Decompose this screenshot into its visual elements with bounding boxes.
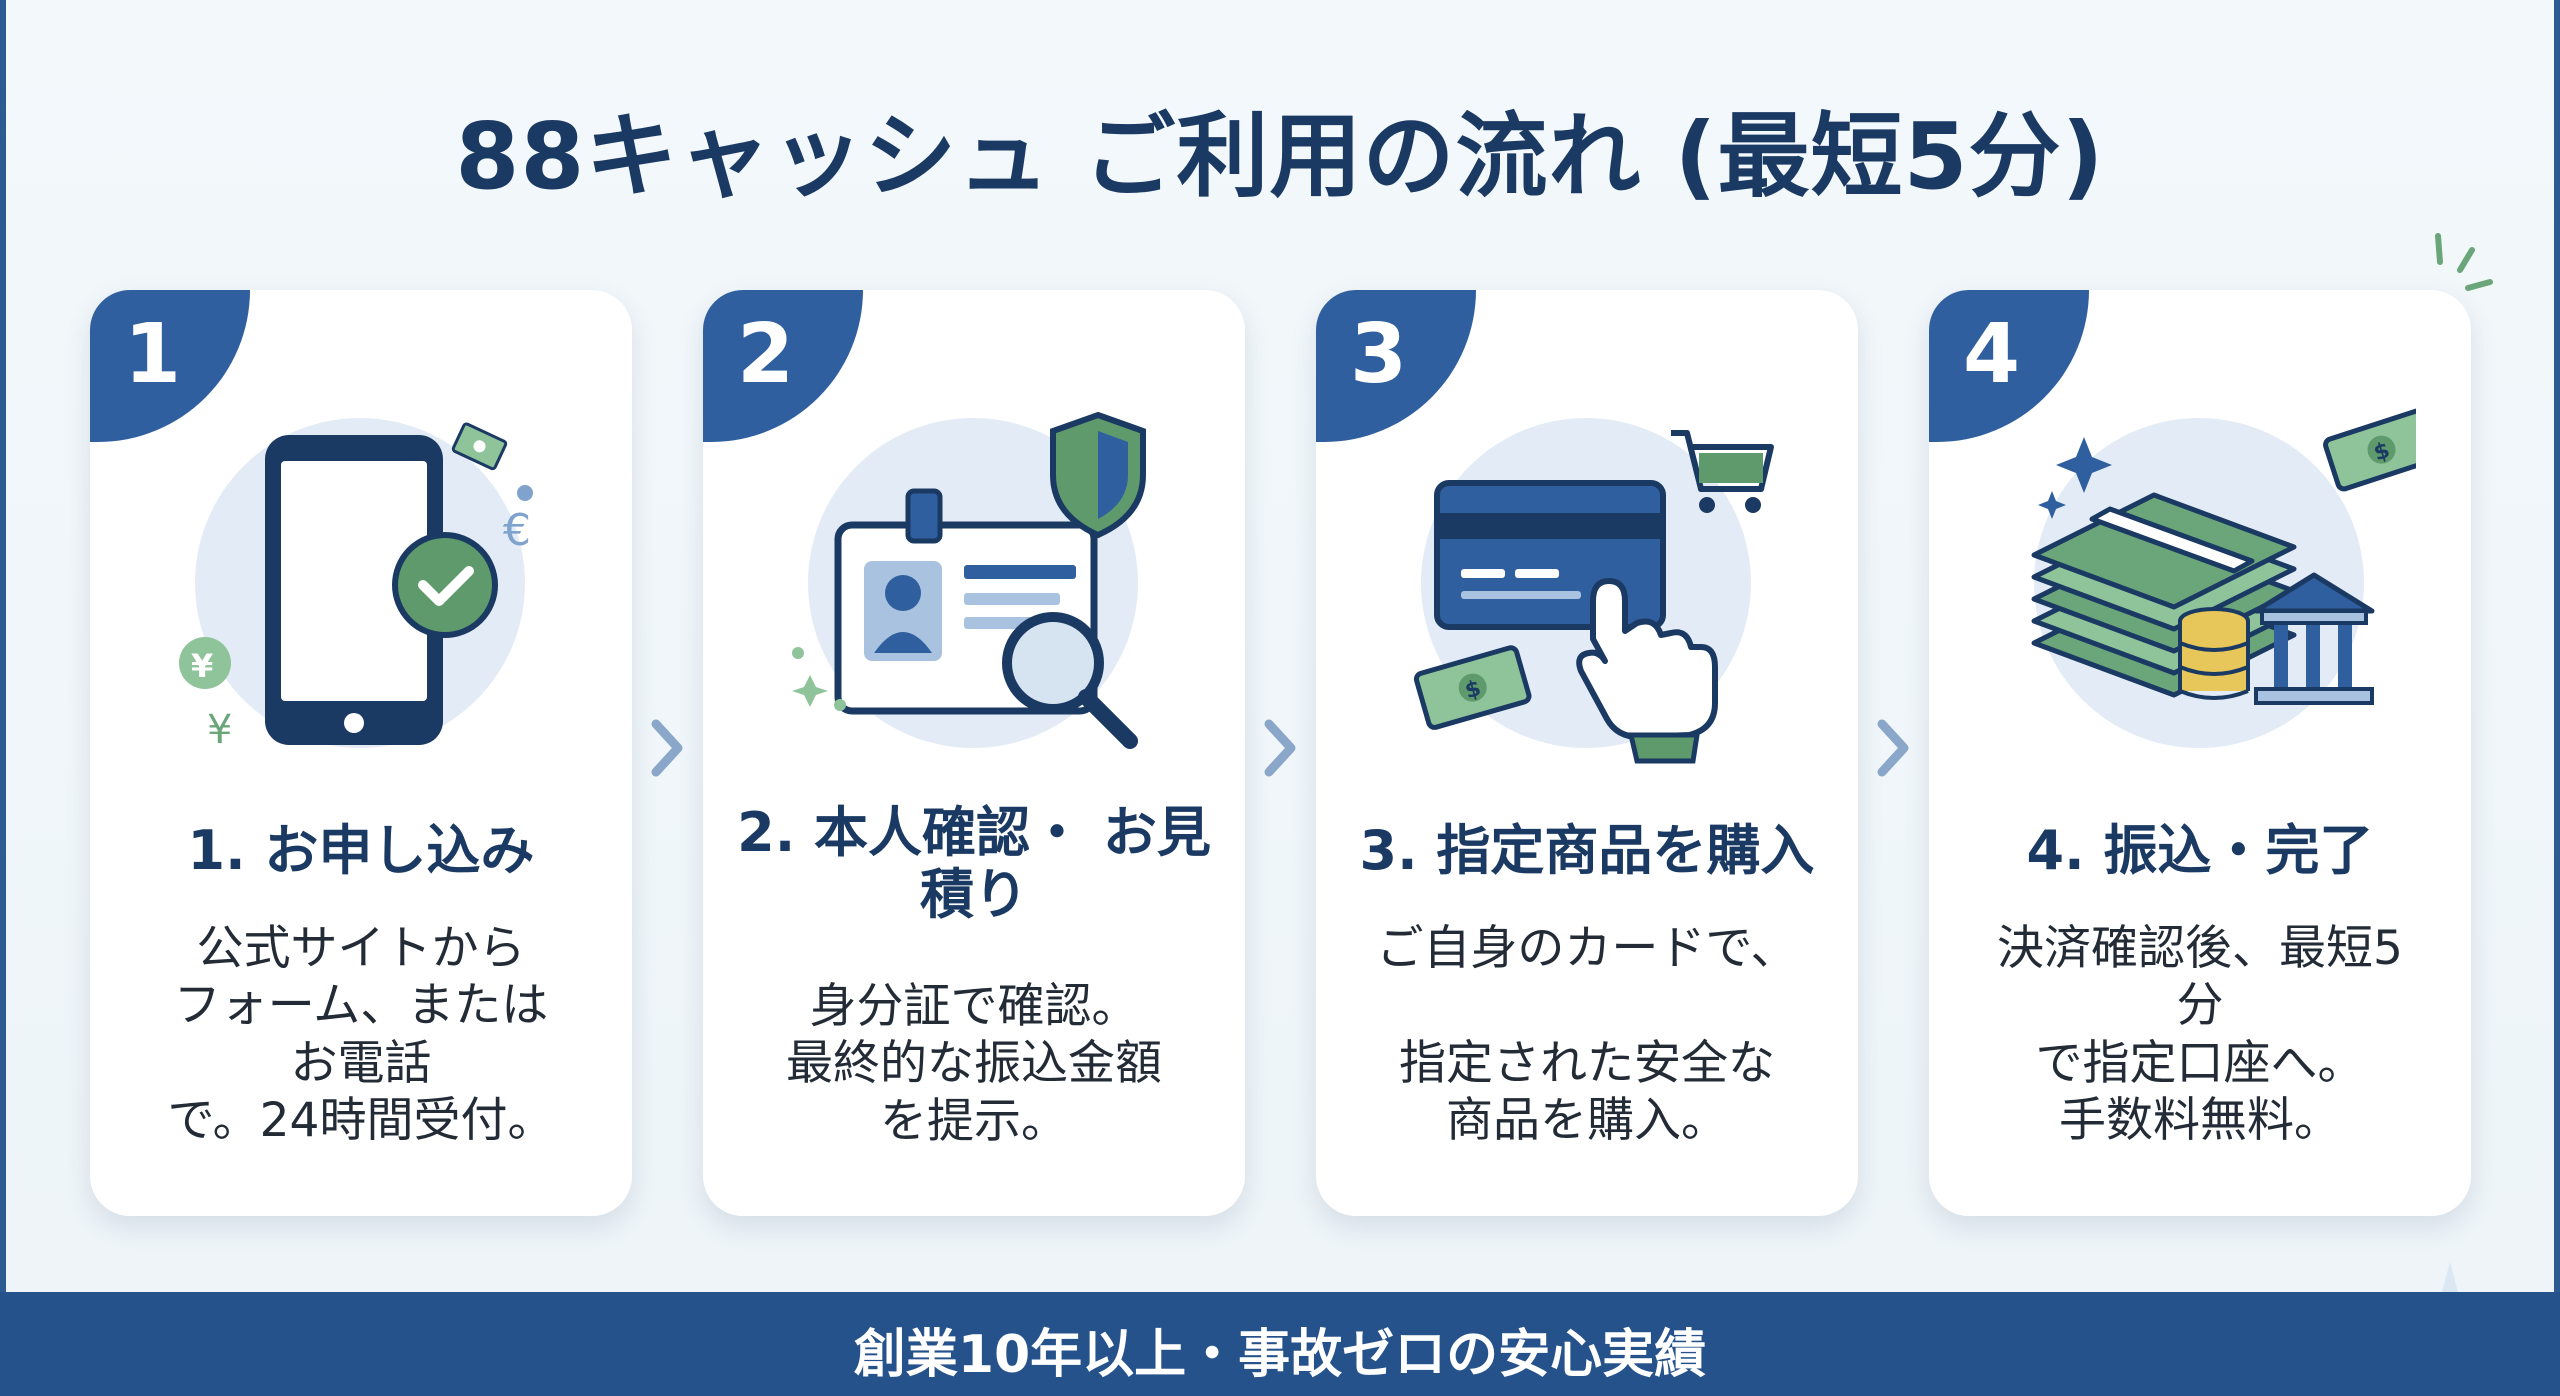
svg-text:$: $ (2371, 438, 2393, 467)
step-card-4: 4 $ 4. 振込 (1929, 290, 2471, 1216)
step-title: 3. 指定商品を購入 (1359, 819, 1815, 882)
smartphone-check-icon: € ¥ ¥ (179, 422, 533, 753)
right-frame-edge (2554, 0, 2560, 1396)
svg-text:€: € (503, 505, 531, 556)
footer-banner: 創業10年以上・事故ゼロの安心実績 (0, 1292, 2560, 1396)
step-description: 決済確認後、最短5 分 で指定口座へ。 手数料無料。 (1997, 921, 2403, 1148)
step-description: ご自身のカードで、 指定された安全な 商品を購入。 (1376, 921, 1798, 1148)
money-bank-icon: $ (2031, 407, 2416, 705)
svg-text:¥: ¥ (191, 647, 213, 685)
step-number: 4 (1963, 307, 2021, 402)
step-number: 3 (1350, 307, 1408, 402)
chevron-right-icon (1264, 719, 1296, 777)
svg-text:¥: ¥ (207, 707, 232, 753)
step-description: 公式サイトから フォーム、または お電話 で。24時間受付。 (167, 921, 555, 1148)
svg-text:$: $ (1462, 676, 1484, 704)
step-description: 身分証で確認。 最終的な振込金額 を提示。 (786, 979, 1162, 1149)
credit-card-cart-icon: $ (1413, 430, 1774, 764)
chevron-right-icon (651, 719, 683, 777)
step-card-1: 1 € ¥ ¥ 1. お申し込み 公式サイトから フォーム、または お電話 で。… (90, 290, 632, 1216)
footer-text: 創業10年以上・事故ゼロの安心実績 (853, 1325, 1707, 1385)
step-title: 2. 本人確認・ お見積り (737, 801, 1211, 927)
page-title: 88キャッシュ ご利用の流れ (最短5分) (455, 103, 2105, 210)
chevron-right-icon (1877, 719, 1909, 777)
sparkle-lines-icon (2435, 233, 2493, 291)
step-number: 2 (737, 307, 795, 402)
step-card-3: 3 $ 3. 指定商品を購入 ご自身のカードで、 指定された安全な 商品を購入。 (1316, 290, 1858, 1216)
step-title: 1. お申し込み (187, 819, 535, 882)
left-frame-edge (0, 0, 6, 1396)
id-card-shield-icon (792, 411, 1146, 749)
step-number: 1 (124, 307, 182, 402)
step-card-2: 2 2. 本人確認・ お見積り 身分証で確認。 最終的な振込金額 を提示。 (703, 290, 1245, 1216)
step-title: 4. 振込・完了 (2026, 819, 2374, 882)
